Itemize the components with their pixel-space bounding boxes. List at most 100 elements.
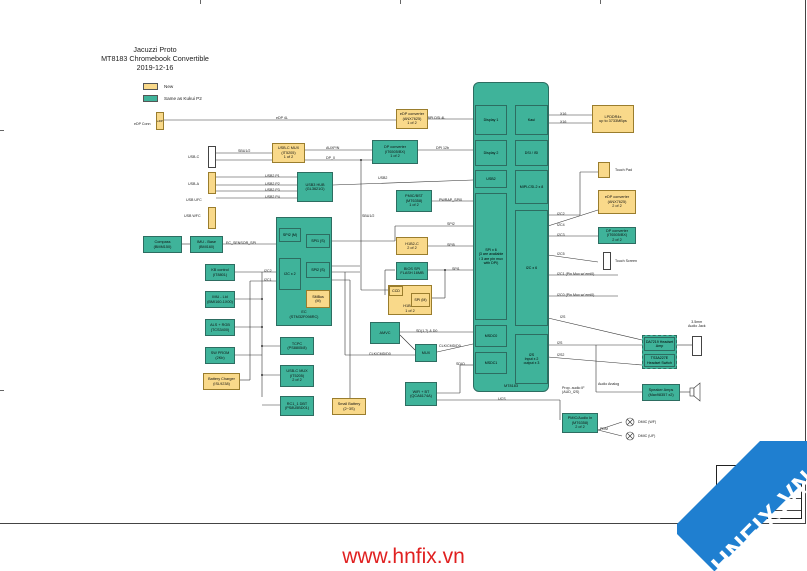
ec-spi2m: SPI2 (M) (279, 228, 301, 242)
wire-i2s: I2S (557, 341, 563, 345)
pmic-bst: PMIC/BST (MT6358) 1 of 2 (396, 190, 432, 212)
speaker-amps: Speaker Amps (Max98357 x2) (642, 384, 680, 401)
dmic-uf: DMIC (UF) (638, 434, 656, 438)
dp-converter-2: DP converter (IT6505/BX) 2 of 2 (598, 227, 636, 244)
soc-display1: Display 1 (475, 105, 507, 135)
edp-conn-label: eDP Conn (134, 122, 151, 126)
battery-charger: Battery Charger (ISL9238) (203, 373, 240, 390)
soc-mipi: MIPI-CSI-2 x 8 (515, 170, 548, 204)
wire-sbu12: SBU1/2 (238, 149, 251, 153)
wire-i2c-pin2: I2C0 (Pin Mux w/ emi0) (557, 293, 595, 297)
title-line1: Jacuzzi Proto (133, 45, 177, 54)
title-line2: MT8183 Chromebook Convertible (101, 54, 209, 63)
wifi-bt: WiFi + BT (QCA6174A) (405, 382, 437, 406)
compass: Compass (BMM150) (143, 236, 182, 253)
small-battery: Small Battery (2~3S) (332, 398, 366, 415)
wire-i2c2b: I2C2 (557, 212, 565, 216)
usbc-label: USB-C (188, 155, 200, 159)
site-url: www.hnfix.vn (342, 545, 465, 568)
audio-jack-connector (692, 336, 702, 356)
soc-msdc0: MSDC0 (475, 325, 507, 347)
wire-i2c5: I2C5 (557, 252, 565, 256)
soc-name: MT8183 (504, 383, 518, 388)
ec-spi2s: SPI2 (S) (306, 262, 330, 278)
soc-dsi-isi: DSI / ISI (515, 140, 548, 166)
legend-new-label: New (164, 84, 174, 89)
amvc: AMVC (370, 322, 400, 344)
wire-sdio: SDIO (456, 362, 465, 366)
touchpad-label: Touch Pad (615, 168, 632, 172)
wire-clk: CLK/CMD/D0 (369, 352, 391, 356)
h1b2c-2: H1B2-C 2 of 2 (396, 237, 428, 255)
usba-connector-icon (208, 172, 216, 194)
usb3-hub: USB3 HUB (GL3621G) (297, 172, 333, 202)
wire-auxp: AUXP/N (326, 146, 340, 150)
da7219: DA7219 Headset Amp (644, 337, 675, 351)
usba-label: USB-A (188, 182, 199, 186)
rc1-dbt: RC1_1 DBT (PS8U5BD01) (280, 396, 314, 416)
wire-usb2-p3: USB2 P3 (265, 188, 280, 192)
soc-msdc1: MSDC1 (475, 352, 507, 374)
wire-i2c2: I2C2 (264, 269, 272, 273)
ec-i2c: I2C x 2 (279, 258, 301, 290)
legend-new-swatch (143, 83, 158, 90)
frame-tick (400, 0, 401, 4)
edp-converter-2: eDP converter (ANX7625) 2 of 2 (598, 190, 636, 214)
wire-mipi-dsi: MIPI DSI 4L (426, 116, 446, 120)
lpddr4x: LPDDR4x up to 3733MBps (592, 105, 634, 133)
kb-control: KB control (IT8801) (205, 264, 235, 281)
edp-connector-icon: eDP (156, 112, 164, 130)
wire-clk2: CLK/CMD/D0 (439, 344, 461, 348)
wire-i2c1: I2C1 (264, 278, 272, 282)
frame-tick (0, 390, 4, 391)
prop-audio-if: Prop. audio IF (AUD_I2S) (562, 386, 585, 395)
wire-ov: SD(1,7) & D0 (416, 329, 438, 333)
frame-tick (600, 0, 601, 4)
usbc-mux-2: USB-C MUX (IT5205) 2 of 2 (280, 365, 314, 387)
wire-pwrap: PWRAP_SPI0 (439, 198, 462, 202)
wire-audio-analog: Audio Analog (598, 382, 620, 386)
wire-usb2-p2: USB2 P2 (265, 182, 280, 186)
wire-i2c4: I2C4 (557, 223, 565, 227)
sw-prom: SW PROM (2Kb) (205, 347, 235, 364)
wire-pdm: PDM (600, 427, 608, 431)
wire-i2c3: I2C3 (557, 233, 565, 237)
usb-wfc-label: USB WFC (184, 214, 201, 218)
pmic-audio: PMIC/Audio In (MT6358) 2 of 2 (562, 413, 598, 433)
als-rgb: ALS + RGB (TCS3400) (205, 319, 235, 336)
usb-ufc-label: USB UFC (186, 198, 202, 202)
legend-same-swatch (143, 95, 158, 102)
legend-same-label: Same as Kukui P2 (164, 96, 202, 101)
dmic-wf: DMIC (WF) (638, 420, 657, 424)
mux: MUX (415, 344, 437, 362)
soc-i2c: I2C x 6 (515, 210, 548, 326)
ts3a227e: TS3A227E Headset Switch (644, 354, 675, 367)
wire-usb2: USB2 (378, 176, 388, 180)
wire-ucs: UCS (498, 397, 506, 401)
touchscreen-label: Touch Screen (615, 259, 637, 263)
bios-spi-flash: BIOS SPI FLASH 16MB (396, 262, 428, 280)
wire-spi5: SPI5 (447, 243, 455, 247)
edp-converter-1: eDP converter (ANX7625) 1 of 2 (396, 109, 428, 129)
soc-i2s: I2S Input x 2 output x 3 (515, 334, 548, 384)
ec-smbus: SMBus (M) (306, 290, 330, 308)
frame-tick (0, 130, 4, 131)
title-line3: 2019-12-16 (136, 63, 174, 72)
soc-kaui: Kaui (515, 105, 548, 135)
tcpc: TCPC (PS8805/8) (280, 337, 314, 355)
wire-x16a: X16 (560, 112, 567, 116)
wire-dp0: DP_0 (326, 156, 335, 160)
wire-i2s2: I2S2 (557, 353, 565, 357)
wire-usb2-p4: USB2 P4 (265, 195, 280, 199)
wire-ec-sensor: EC_SENSOR_SPI (226, 241, 256, 245)
soc-spi: SPI x 6 (3 are available / 3 are pin mux… (475, 193, 507, 320)
wire-edp: eDP 4L (276, 116, 288, 120)
soc-usb2: USB2 (475, 170, 507, 188)
ccd-block: CCD (389, 286, 403, 296)
wire-dpi12: DPI 12b (436, 146, 449, 150)
frame-tick (200, 0, 201, 4)
wire-spi1: SPI1 (452, 267, 460, 271)
wire-spi2: SPI2 (447, 222, 455, 226)
wire-sbu-v: SBU1/2 (362, 214, 375, 218)
usbc-mux-1: USB-C MUX (IT5205) 1 of 2 (272, 143, 305, 163)
